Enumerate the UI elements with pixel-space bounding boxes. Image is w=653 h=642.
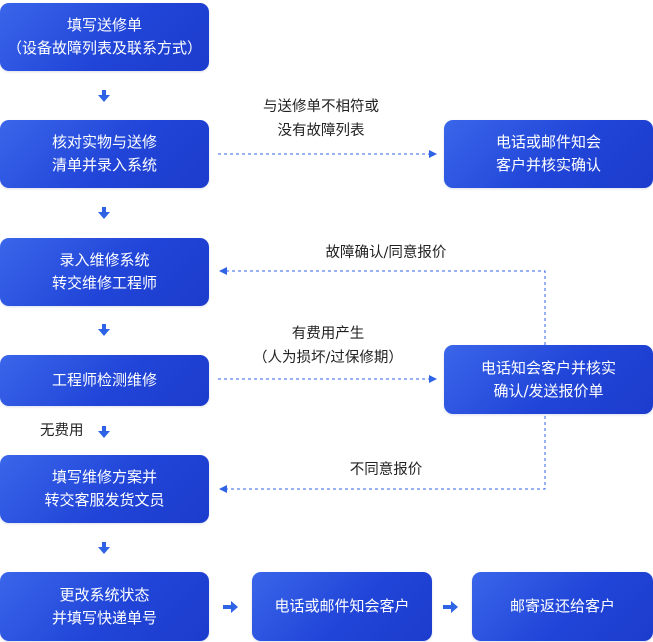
label-line: 不同意报价	[349, 462, 423, 478]
box-line: 工程师检测维修	[51, 371, 157, 389]
box-line: 客户并核实确认	[495, 156, 601, 174]
label-line: 故障确认/同意报价	[325, 245, 447, 261]
label-fee: 有费用产生 （人为损坏/过保修期）	[243, 322, 413, 370]
down-arrow-icon	[98, 324, 110, 336]
down-arrow-icon	[98, 207, 110, 219]
reject-quote-connector	[219, 416, 546, 493]
box-inspect: 工程师检测维修	[0, 355, 209, 406]
label-reject-quote: 不同意报价	[321, 458, 451, 482]
box-line: 邮寄返还给客户	[509, 597, 615, 615]
box-fill-form: 填写送修单 （设备故障列表及联系方式）	[0, 3, 209, 71]
box-line: 转交客服发货文员	[44, 491, 165, 509]
box-line: 并填写快递单号	[51, 608, 157, 627]
box-line: 确认/发送报价单	[493, 381, 604, 400]
box-line: 电话或邮件知会客户	[274, 597, 410, 615]
label-mismatch: 与送修单不相符或 没有故障列表	[236, 95, 406, 143]
box-line: 更改系统状态	[59, 585, 150, 604]
box-line: （设备故障列表及联系方式）	[6, 39, 202, 57]
box-notify-quote: 电话知会客户并核实 确认/发送报价单	[444, 345, 653, 414]
box-plan: 填写维修方案并 转交客服发货文员	[0, 455, 209, 523]
label-line: 无费用	[40, 423, 84, 439]
label-line: 没有故障列表	[277, 123, 365, 139]
right-arrow-icon	[223, 601, 238, 613]
right-arrow-icon	[443, 601, 458, 613]
box-line: 核对实物与送修	[51, 133, 157, 151]
down-arrow-icon	[98, 90, 110, 102]
box-line: 转交维修工程师	[51, 274, 157, 292]
box-update: 更改系统状态 并填写快递单号	[0, 572, 209, 641]
box-notify-mismatch: 电话或邮件知会 客户并核实确认	[444, 120, 653, 188]
confirm-quote-connector	[219, 267, 546, 345]
box-line: 电话知会客户并核实	[480, 358, 616, 377]
box-line: 填写送修单	[66, 16, 142, 34]
label-line: （人为损坏/过保修期）	[253, 350, 403, 366]
label-confirm-quote: 故障确认/同意报价	[301, 241, 471, 265]
label-line: 与送修单不相符或	[263, 99, 379, 115]
box-line: 电话或邮件知会	[495, 133, 601, 151]
box-notify-customer: 电话或邮件知会客户	[252, 572, 432, 641]
label-no-fee: 无费用	[40, 419, 96, 443]
label-line: 有费用产生	[291, 326, 365, 342]
box-return: 邮寄返还给客户	[472, 572, 653, 641]
down-arrow-icon	[98, 542, 110, 554]
box-line: 录入维修系统	[59, 251, 150, 269]
box-line: 清单并录入系统	[51, 156, 157, 174]
box-line: 填写维修方案并	[51, 468, 157, 486]
box-assign: 录入维修系统 转交维修工程师	[0, 238, 209, 306]
box-verify: 核对实物与送修 清单并录入系统	[0, 120, 209, 188]
down-arrow-icon	[98, 426, 110, 438]
